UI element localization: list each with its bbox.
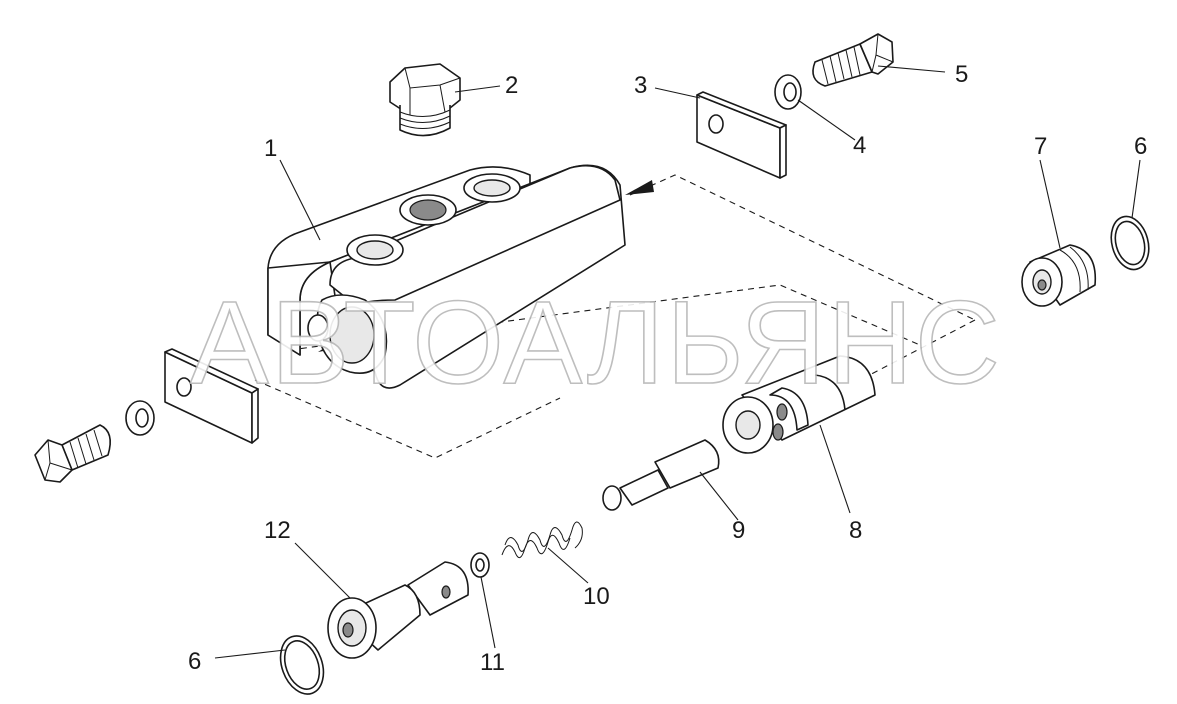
bolt-part-5 [812, 33, 894, 87]
o-ring-part-6-right [1110, 215, 1150, 271]
washer-part-11 [470, 552, 490, 578]
valve-spool-part-8 [722, 355, 876, 454]
callout-12: 12 [264, 517, 291, 544]
pin-part-9 [602, 439, 720, 511]
spring-part-10 [501, 521, 583, 559]
arrow-head [625, 180, 654, 195]
callout-6-bottom: 6 [188, 648, 201, 675]
callout-8: 8 [849, 517, 862, 544]
callout-2: 2 [505, 72, 518, 99]
sleeve-part-7 [1021, 244, 1097, 307]
callout-10: 10 [583, 583, 610, 610]
callout-7: 7 [1034, 133, 1047, 160]
callout-labels: 1 2 3 4 5 6 7 8 9 10 11 12 6 [188, 61, 1147, 676]
plate-left [164, 348, 259, 444]
bolt-left [34, 424, 111, 483]
callout-3: 3 [634, 72, 647, 99]
callout-5: 5 [955, 61, 968, 88]
plate-part-3 [696, 91, 787, 179]
plug-part-2 [389, 63, 461, 137]
callout-4: 4 [853, 132, 866, 159]
plunger-part-12 [327, 561, 469, 659]
leader-lines [214, 65, 1141, 659]
o-ring-part-6-bottom [279, 635, 325, 695]
valve-body-part-1 [267, 164, 626, 389]
lock-washer-left [125, 400, 155, 436]
lock-washer-part-4 [774, 74, 802, 110]
watermark: АВТОАЛЬЯНС [190, 277, 1002, 409]
callout-6-right: 6 [1134, 133, 1147, 160]
callout-11: 11 [480, 649, 505, 676]
callout-9: 9 [732, 517, 745, 544]
callout-1: 1 [264, 135, 277, 162]
